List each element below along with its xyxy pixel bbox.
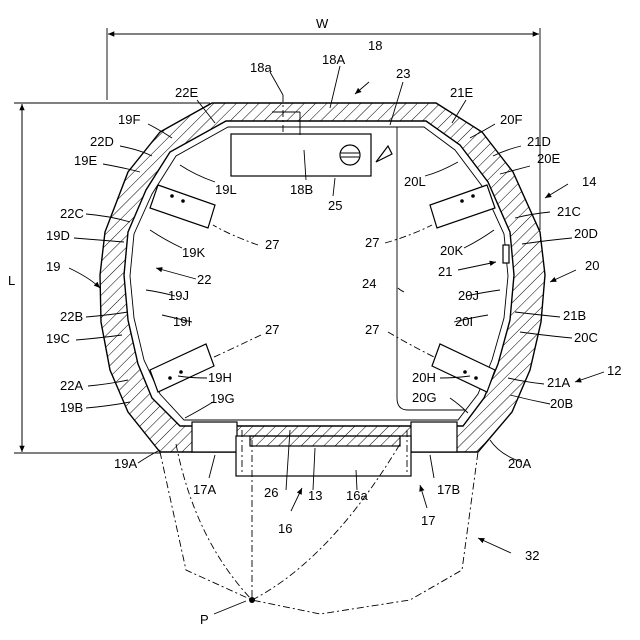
label-16: 16 — [278, 521, 292, 536]
label-W: W — [316, 16, 329, 31]
label-20J: 20J — [458, 288, 479, 303]
label-19F: 19F — [118, 112, 140, 127]
label-13: 13 — [308, 488, 322, 503]
label-17A: 17A — [193, 482, 216, 497]
label-12: 12 — [607, 363, 621, 378]
label-21C: 21C — [557, 204, 581, 219]
label-23: 23 — [396, 66, 410, 81]
label-20B: 20B — [550, 396, 573, 411]
point-P — [249, 597, 255, 603]
label-19A: 19A — [114, 456, 137, 471]
label-19D: 19D — [46, 228, 70, 243]
label-21E: 21E — [450, 85, 473, 100]
label-26: 26 — [264, 485, 278, 500]
dial-25 — [340, 145, 360, 165]
label-20K: 20K — [440, 243, 463, 258]
label-21A: 21A — [547, 375, 570, 390]
label-17B: 17B — [437, 482, 460, 497]
label-20H: 20H — [412, 370, 436, 385]
label-19C: 19C — [46, 331, 70, 346]
sensor-27-lower-right — [432, 344, 495, 392]
label-19J: 19J — [168, 288, 189, 303]
label-22C: 22C — [60, 206, 84, 221]
label-19K: 19K — [182, 245, 205, 260]
label-19I: 19I — [173, 314, 191, 329]
label-32: 32 — [525, 548, 539, 563]
label-18B: 18B — [290, 182, 313, 197]
label-25: 25 — [328, 198, 342, 213]
label-24: 24 — [362, 276, 376, 291]
label-27-b: 27 — [365, 235, 379, 250]
label-21: 21 — [438, 264, 452, 279]
label-18: 18 — [368, 38, 382, 53]
label-18a: 18a — [250, 60, 272, 75]
label-19B: 19B — [60, 400, 83, 415]
sensor-27-upper-left — [150, 185, 215, 228]
label-20A: 20A — [508, 456, 531, 471]
label-19L: 19L — [215, 182, 237, 197]
label-19: 19 — [46, 259, 60, 274]
label-20G: 20G — [412, 390, 437, 405]
label-20: 20 — [585, 258, 599, 273]
label-20E: 20E — [537, 151, 560, 166]
label-27-c: 27 — [265, 322, 279, 337]
label-22A: 22A — [60, 378, 83, 393]
block-17B — [411, 422, 457, 452]
label-21D: 21D — [527, 134, 551, 149]
label-P: P — [200, 612, 209, 627]
label-20D: 20D — [574, 226, 598, 241]
label-27-a: 27 — [265, 237, 279, 252]
label-20L: 20L — [404, 174, 426, 189]
label-16a: 16a — [346, 488, 368, 503]
label-20I: 20I — [455, 314, 473, 329]
label-19E: 19E — [74, 153, 97, 168]
label-20F: 20F — [500, 112, 522, 127]
label-L: L — [8, 273, 15, 288]
label-22: 22 — [197, 272, 211, 287]
label-19H: 19H — [208, 370, 232, 385]
sensor-27-upper-right — [430, 185, 495, 228]
label-27-d: 27 — [365, 322, 379, 337]
label-21B: 21B — [563, 308, 586, 323]
label-22D: 22D — [90, 134, 114, 149]
sensor-27-lower-left — [150, 344, 214, 392]
label-20C: 20C — [574, 330, 598, 345]
label-22B: 22B — [60, 309, 83, 324]
label-22E: 22E — [175, 85, 198, 100]
block-17A — [192, 422, 237, 452]
label-17: 17 — [421, 513, 435, 528]
panel-13 — [250, 436, 400, 446]
label-14: 14 — [582, 174, 596, 189]
label-19G: 19G — [210, 391, 235, 406]
label-18A: 18A — [322, 52, 345, 67]
